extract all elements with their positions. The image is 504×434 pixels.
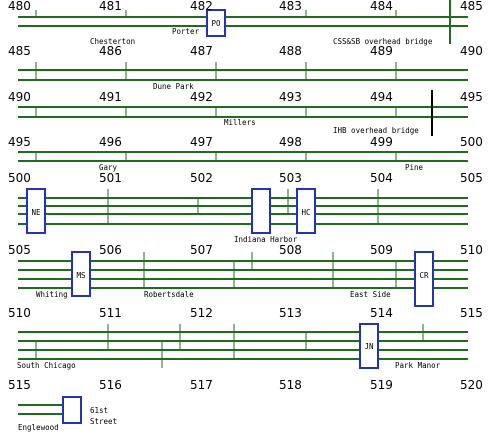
station-box-ms[interactable]: MS bbox=[71, 251, 91, 297]
milepost-label: 510 bbox=[8, 306, 31, 320]
station-box-jn-label: JN bbox=[364, 342, 373, 351]
label-indiana-harbor: Indiana Harbor bbox=[234, 235, 298, 244]
milepost-label: 511 bbox=[99, 306, 122, 320]
label-gary: Gary bbox=[99, 163, 118, 172]
milepost-label: 491 bbox=[99, 90, 122, 104]
label-whiting: Whiting bbox=[36, 290, 68, 299]
station-box-ms-label: MS bbox=[76, 271, 86, 280]
milepost-label: 515 bbox=[460, 306, 483, 320]
milepost-label: 515 bbox=[8, 378, 31, 392]
label-park-manor: Park Manor bbox=[395, 361, 441, 370]
milepost-label: 517 bbox=[190, 378, 213, 392]
milepost-label: 480 bbox=[8, 0, 31, 13]
label-street: Street bbox=[90, 417, 117, 426]
station-box-cr-label: CR bbox=[419, 271, 429, 280]
milepost-label: 512 bbox=[190, 306, 213, 320]
label-porter: Porter bbox=[172, 27, 200, 36]
milepost-label: 494 bbox=[370, 90, 393, 104]
milepost-label: 501 bbox=[99, 171, 122, 185]
station-box-po[interactable]: PO bbox=[206, 9, 226, 37]
station-box-ne[interactable]: NE bbox=[26, 188, 46, 234]
milepost-label: 487 bbox=[190, 44, 213, 58]
station-box-hc-label: HC bbox=[301, 208, 310, 217]
milepost-label: 481 bbox=[99, 0, 122, 13]
place-labels: Chesterton Porter CSS&SB overhead bridge… bbox=[17, 27, 441, 432]
label-englewood: Englewood bbox=[18, 423, 59, 432]
milepost-label: 500 bbox=[460, 135, 483, 149]
milepost-label: 495 bbox=[8, 135, 31, 149]
label-east-side: East Side bbox=[350, 290, 391, 299]
milepost-label: 492 bbox=[190, 90, 213, 104]
milepost-label: 520 bbox=[460, 378, 483, 392]
label-pine: Pine bbox=[405, 163, 424, 172]
milepost-label: 485 bbox=[8, 44, 31, 58]
label-61st: 61st bbox=[90, 406, 108, 415]
station-box-indiana-harbor[interactable] bbox=[251, 188, 271, 234]
milepost-label: 507 bbox=[190, 243, 213, 257]
label-chesterton: Chesterton bbox=[90, 37, 135, 46]
milepost-label: 499 bbox=[370, 135, 393, 149]
milepost-label: 497 bbox=[190, 135, 213, 149]
milepost-label: 505 bbox=[8, 243, 31, 257]
station-box-jn[interactable]: JN bbox=[359, 323, 379, 369]
track-lines bbox=[18, 16, 468, 415]
label-ihb-overhead-bridge: IHB overhead bridge bbox=[333, 126, 419, 135]
milepost-label: 514 bbox=[370, 306, 393, 320]
milepost-label: 500 bbox=[8, 171, 31, 185]
milepost-label: 516 bbox=[99, 378, 122, 392]
milepost-label: 484 bbox=[370, 0, 393, 13]
milepost-label: 485 bbox=[460, 0, 483, 13]
station-box-hc[interactable]: HC bbox=[296, 188, 316, 234]
station-box-61st-street[interactable] bbox=[62, 396, 82, 424]
milepost-label: 519 bbox=[370, 378, 393, 392]
label-dune-park: Dune Park bbox=[153, 82, 194, 91]
milepost-label: 483 bbox=[279, 0, 302, 13]
milepost-label: 502 bbox=[190, 171, 213, 185]
milepost-labels: 480 481 482 483 484 485 485 486 487 488 … bbox=[8, 0, 483, 392]
milepost-label: 493 bbox=[279, 90, 302, 104]
milepost-label: 490 bbox=[8, 90, 31, 104]
milepost-label: 496 bbox=[99, 135, 122, 149]
milepost-label: 503 bbox=[279, 171, 302, 185]
label-robertsdale: Robertsdale bbox=[144, 290, 194, 299]
station-box-cr[interactable]: CR bbox=[414, 251, 434, 307]
milepost-label: 486 bbox=[99, 44, 122, 58]
milepost-label: 495 bbox=[460, 90, 483, 104]
milepost-label: 509 bbox=[370, 243, 393, 257]
label-millers: Millers bbox=[224, 118, 256, 127]
label-south-chicago: South Chicago bbox=[17, 361, 76, 370]
milepost-label: 498 bbox=[279, 135, 302, 149]
station-box-ne-label: NE bbox=[31, 208, 41, 217]
milepost-label: 505 bbox=[460, 171, 483, 185]
milepost-label: 488 bbox=[279, 44, 302, 58]
milepost-label: 504 bbox=[370, 171, 393, 185]
track-switch-marks bbox=[35, 10, 424, 368]
milepost-label: 490 bbox=[460, 44, 483, 58]
milepost-label: 518 bbox=[279, 378, 302, 392]
milepost-label: 513 bbox=[279, 306, 302, 320]
milepost-label: 508 bbox=[279, 243, 302, 257]
milepost-label: 510 bbox=[460, 243, 483, 257]
milepost-label: 489 bbox=[370, 44, 393, 58]
milepost-label: 506 bbox=[99, 243, 122, 257]
label-css-overhead-bridge: CSS&SB overhead bridge bbox=[333, 37, 433, 46]
station-box-po-label: PO bbox=[211, 19, 221, 28]
milepost-label: 482 bbox=[190, 0, 213, 13]
